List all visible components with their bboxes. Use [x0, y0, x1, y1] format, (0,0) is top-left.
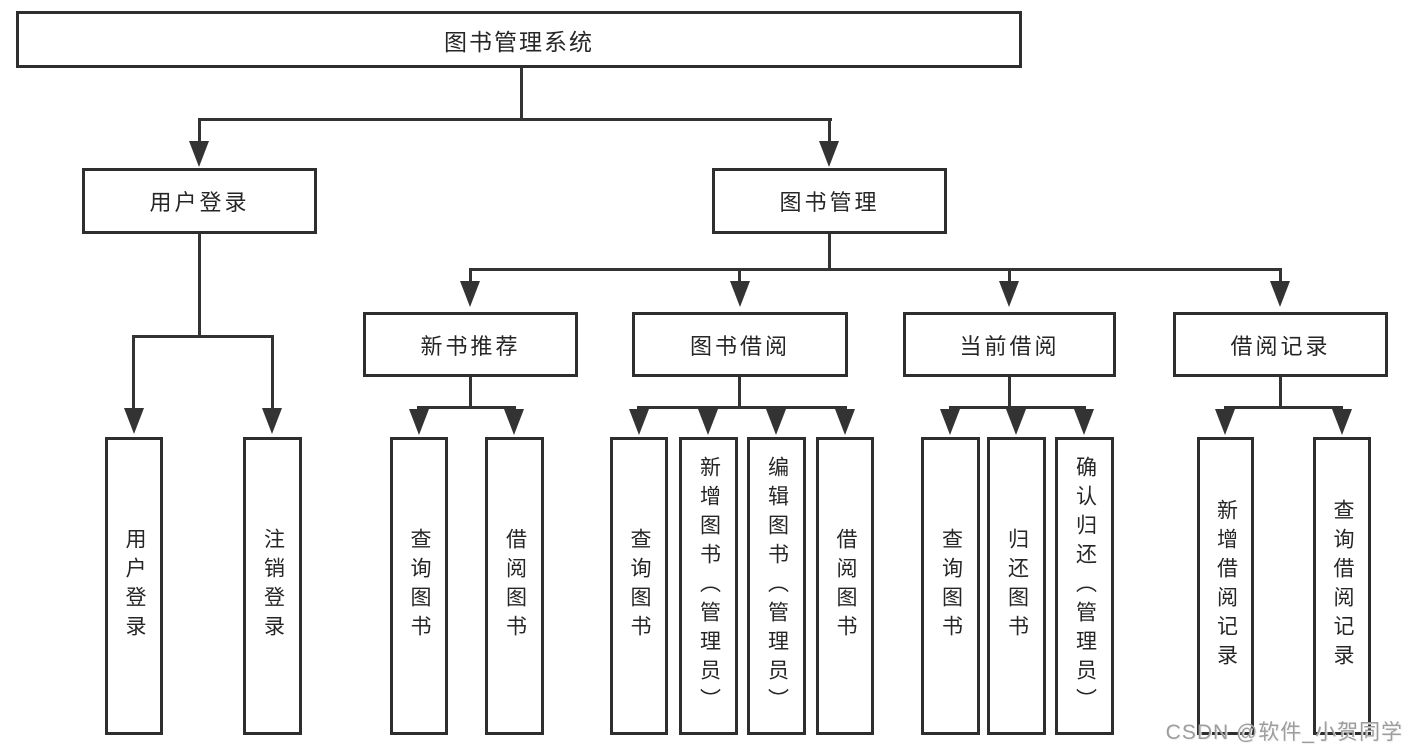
- arrow-down-icon: [1332, 409, 1352, 435]
- connector-line: [1008, 271, 1011, 282]
- leaf-current-return: 归还图书: [987, 437, 1046, 735]
- leaf-newbooks-borrow: 借阅图书: [485, 437, 544, 735]
- connector-line: [520, 68, 523, 121]
- connector-line: [132, 335, 274, 338]
- arrow-down-icon: [940, 409, 960, 435]
- arrow-down-icon: [504, 409, 524, 435]
- leaf-user-login: 用户登录: [105, 437, 163, 735]
- node-borrow-records: 借阅记录: [1173, 312, 1388, 377]
- leaf-borrow-borrow: 借阅图书: [816, 437, 874, 735]
- arrow-down-icon: [819, 141, 839, 167]
- arrow-down-icon: [1215, 409, 1235, 435]
- node-book-borrow: 图书借阅: [632, 312, 848, 377]
- connector-line: [417, 406, 516, 409]
- arrow-down-icon: [698, 409, 718, 435]
- connector-line: [271, 338, 274, 410]
- arrow-down-icon: [409, 409, 429, 435]
- connector-line: [949, 406, 1086, 409]
- leaf-borrow-edit-admin: 编辑图书（管理员）: [747, 437, 806, 735]
- leaf-records-query: 查询借阅记录: [1313, 437, 1371, 735]
- arrow-down-icon: [999, 281, 1019, 307]
- connector-line: [198, 234, 201, 336]
- arrow-down-icon: [124, 408, 144, 434]
- connector-line: [738, 271, 741, 282]
- connector-line: [469, 268, 1282, 271]
- node-user-login: 用户登录: [82, 168, 317, 234]
- connector-line: [198, 121, 201, 145]
- connector-line: [828, 234, 831, 270]
- connector-line: [1279, 271, 1282, 282]
- node-book-management: 图书管理: [712, 168, 947, 234]
- connector-line: [828, 121, 831, 145]
- connector-line: [198, 118, 832, 121]
- leaf-current-query: 查询图书: [921, 437, 980, 735]
- node-library-system: 图书管理系统: [16, 11, 1022, 68]
- arrow-down-icon: [629, 409, 649, 435]
- connector-line: [469, 377, 472, 406]
- connector-line: [637, 406, 847, 409]
- arrow-down-icon: [262, 408, 282, 434]
- arrow-down-icon: [730, 281, 750, 307]
- leaf-borrow-add-admin: 新增图书（管理员）: [679, 437, 738, 735]
- arrow-down-icon: [189, 141, 209, 167]
- arrow-down-icon: [835, 409, 855, 435]
- node-new-book-recommend: 新书推荐: [363, 312, 578, 377]
- leaf-newbooks-query: 查询图书: [390, 437, 448, 735]
- leaf-borrow-query: 查询图书: [610, 437, 668, 735]
- connector-line: [469, 271, 472, 282]
- connector-line: [1224, 406, 1343, 409]
- arrow-down-icon: [1074, 409, 1094, 435]
- arrow-down-icon: [1006, 409, 1026, 435]
- leaf-current-confirm-admin: 确认归还（管理员）: [1055, 437, 1114, 735]
- watermark: CSDN @软件_小贺同学: [1165, 721, 1403, 744]
- node-current-borrow: 当前借阅: [903, 312, 1116, 377]
- leaf-logout: 注销登录: [243, 437, 302, 735]
- arrow-down-icon: [766, 409, 786, 435]
- connector-line: [1279, 377, 1282, 406]
- arrow-down-icon: [460, 281, 480, 307]
- connector-line: [1008, 377, 1011, 406]
- connector-line: [738, 377, 741, 406]
- leaf-records-add: 新增借阅记录: [1197, 437, 1254, 735]
- connector-line: [132, 338, 135, 410]
- arrow-down-icon: [1270, 281, 1290, 307]
